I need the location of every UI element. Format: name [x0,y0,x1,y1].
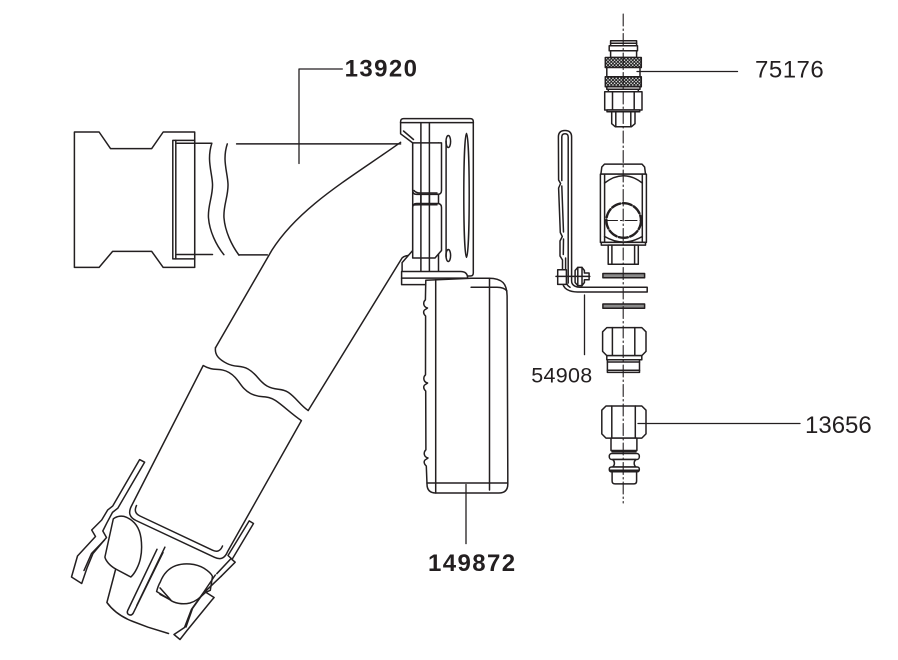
svg-text:13656: 13656 [805,412,872,439]
svg-text:54908: 54908 [531,364,592,388]
svg-text:149872: 149872 [428,550,517,577]
svg-text:75176: 75176 [755,56,824,83]
svg-text:13920: 13920 [345,56,419,83]
